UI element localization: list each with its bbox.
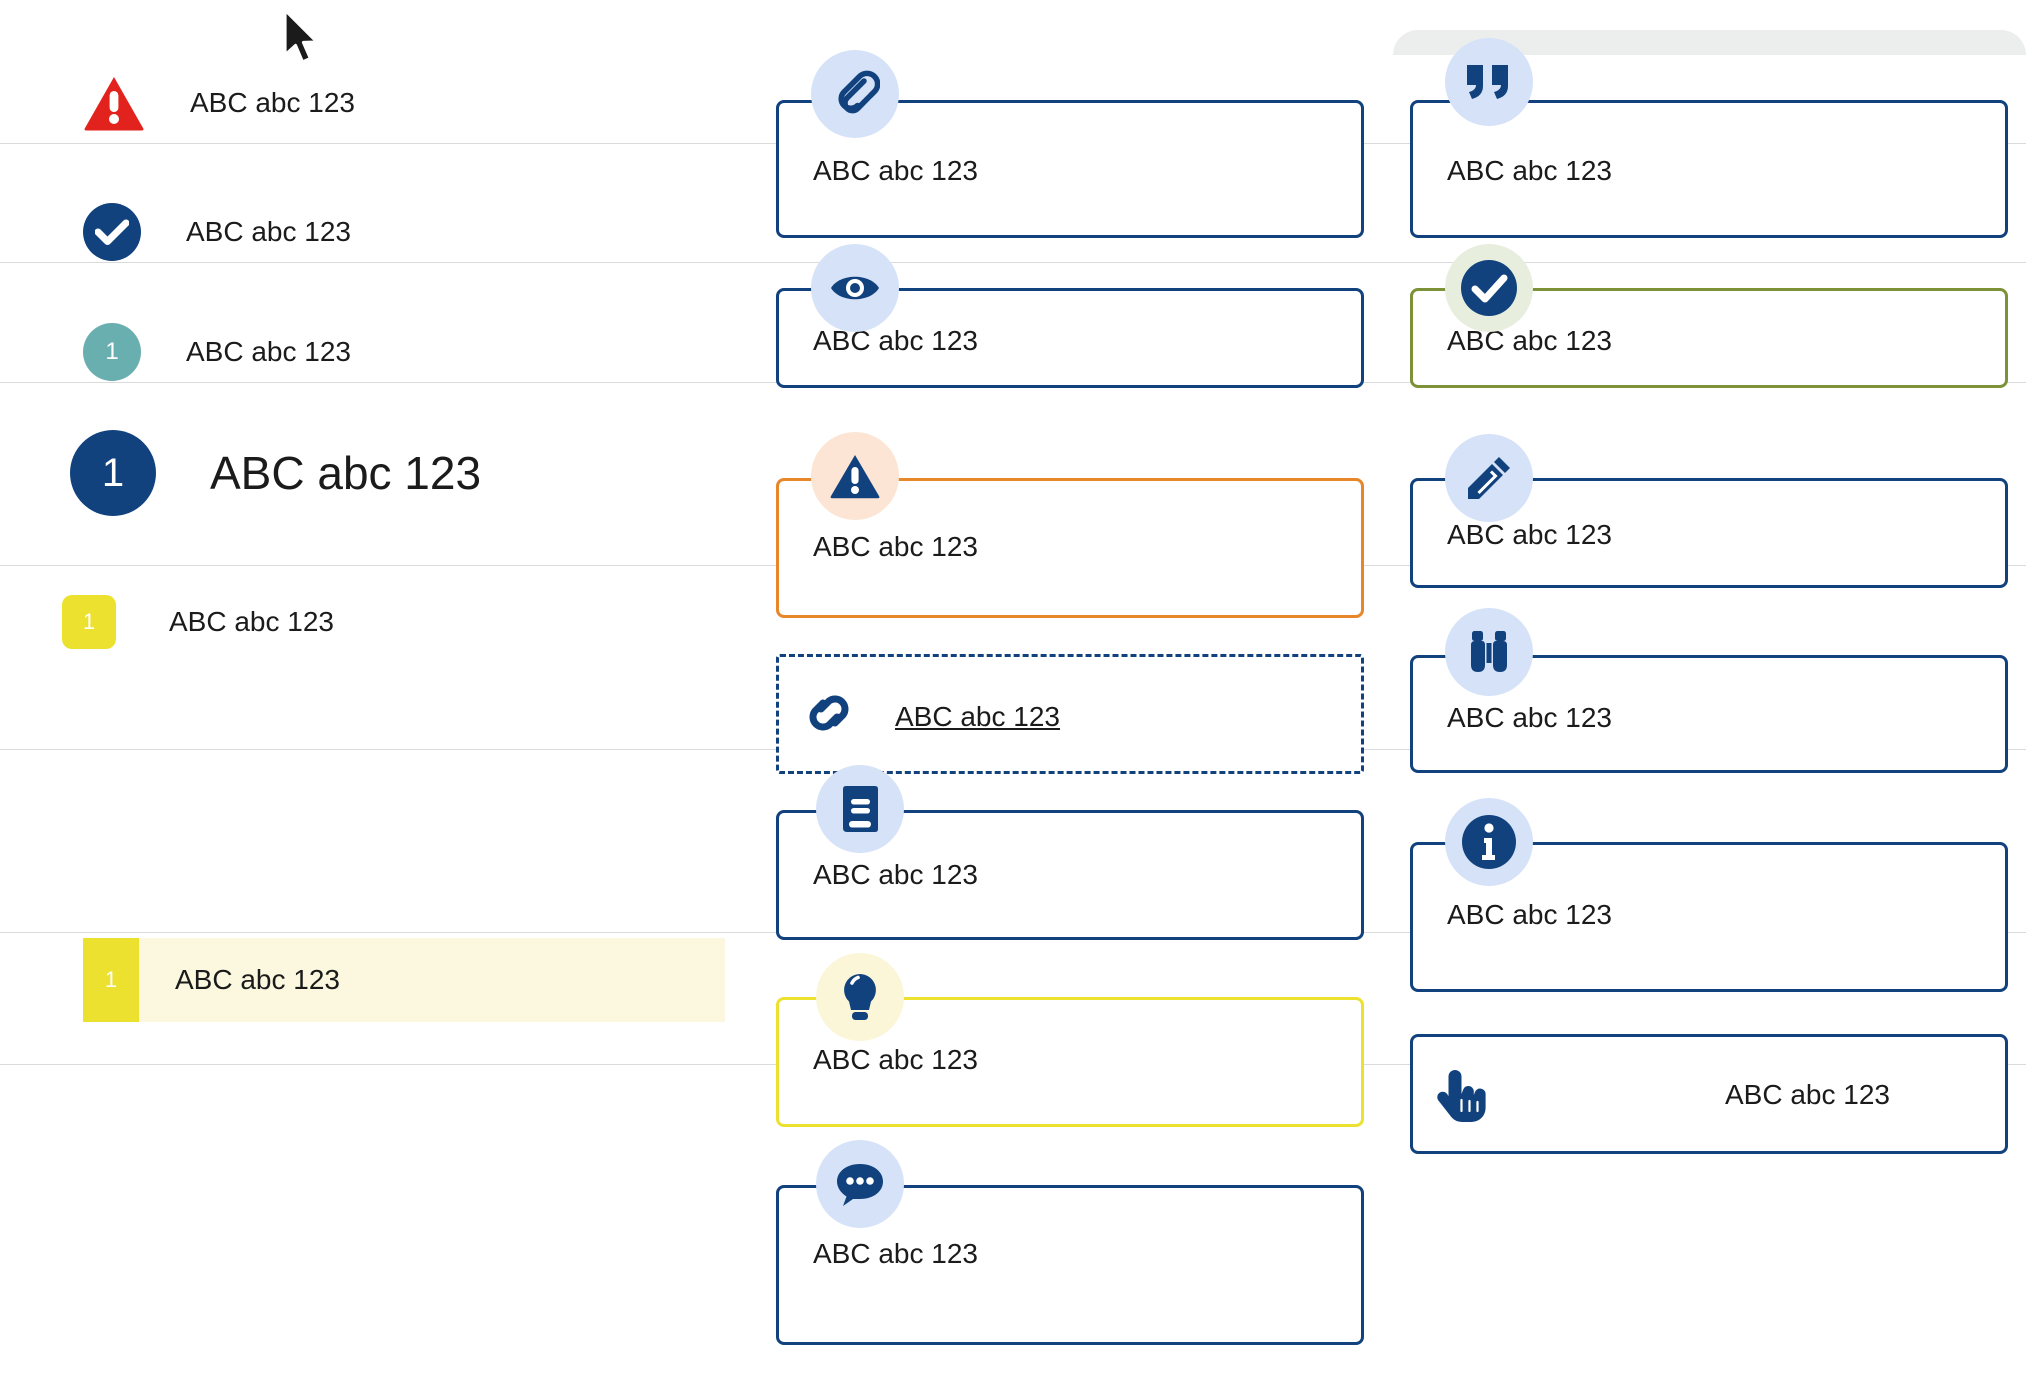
card-label: ABC abc 123 bbox=[813, 1044, 978, 1075]
divider-2 bbox=[0, 262, 2026, 263]
book-icon bbox=[816, 765, 904, 853]
card-quote[interactable]: ABC abc 123 bbox=[1410, 100, 2008, 238]
step-number-badge: 1 bbox=[83, 323, 141, 381]
step-number-square-badge-active: 1 bbox=[83, 938, 139, 1022]
sidebar-item-success[interactable]: ABC abc 123 bbox=[83, 203, 351, 261]
eye-icon bbox=[811, 244, 899, 332]
sidebar-item-label: ABC abc 123 bbox=[169, 606, 334, 637]
circle-check-icon bbox=[83, 203, 141, 261]
card-label: ABC abc 123 bbox=[1447, 155, 1612, 186]
binoculars-icon bbox=[1445, 608, 1533, 696]
mouse-pointer-icon bbox=[281, 8, 325, 70]
lightbulb-icon bbox=[816, 953, 904, 1041]
card-label: ABC abc 123 bbox=[813, 155, 978, 186]
card-label: ABC abc 123 bbox=[813, 325, 978, 356]
card-label: ABC abc 123 bbox=[1447, 325, 1612, 356]
card-action[interactable]: ABC abc 123 bbox=[1410, 1034, 2008, 1154]
card-label: ABC abc 123 bbox=[1447, 899, 1612, 930]
card-link[interactable]: ABC abc 123 bbox=[776, 654, 1364, 774]
comment-icon bbox=[816, 1140, 904, 1228]
sidebar-item-label: ABC abc 123 bbox=[186, 336, 351, 367]
sidebar-item-label: ABC abc 123 bbox=[186, 216, 351, 247]
warning-icon bbox=[811, 432, 899, 520]
card-label: ABC abc 123 bbox=[813, 1238, 978, 1269]
card-label: ABC abc 123 bbox=[813, 531, 978, 562]
sidebar-item-primary-step[interactable]: 1 ABC abc 123 bbox=[70, 430, 481, 516]
hand-pointer-icon bbox=[1433, 1066, 1493, 1124]
card-label: ABC abc 123 bbox=[1447, 702, 1612, 733]
sidebar-item-error[interactable]: ABC abc 123 bbox=[83, 75, 355, 131]
quote-icon bbox=[1445, 38, 1533, 126]
paperclip-icon bbox=[811, 50, 899, 138]
card-link-label[interactable]: ABC abc 123 bbox=[895, 701, 1060, 732]
info-icon bbox=[1445, 798, 1533, 886]
sidebar-item-teal-step[interactable]: 1 ABC abc 123 bbox=[83, 323, 351, 381]
card-warning[interactable]: ABC abc 123 bbox=[776, 478, 1364, 618]
pencil-icon bbox=[1445, 434, 1533, 522]
card-label: ABC abc 123 bbox=[1447, 519, 1612, 550]
link-icon bbox=[801, 688, 857, 738]
card-label: ABC abc 123 bbox=[813, 859, 978, 890]
sidebar-item-label: ABC abc 123 bbox=[190, 87, 355, 118]
sidebar: ABC abc 123 ABC abc 123 1 ABC abc 123 1 … bbox=[0, 0, 760, 1392]
step-number-badge-large: 1 bbox=[70, 430, 156, 516]
triangle-alert-icon bbox=[83, 75, 145, 131]
sidebar-item-label-active: ABC abc 123 bbox=[175, 964, 340, 995]
card-info[interactable]: ABC abc 123 bbox=[1410, 842, 2008, 992]
sidebar-item-active-step[interactable]: 1 ABC abc 123 bbox=[83, 938, 725, 1022]
step-number-square-badge: 1 bbox=[62, 595, 116, 649]
card-label: ABC abc 123 bbox=[1725, 1079, 1890, 1110]
sidebar-item-label-large: ABC abc 123 bbox=[210, 447, 482, 499]
check-icon bbox=[1445, 244, 1533, 332]
sidebar-item-note-step[interactable]: 1 ABC abc 123 bbox=[62, 595, 334, 649]
